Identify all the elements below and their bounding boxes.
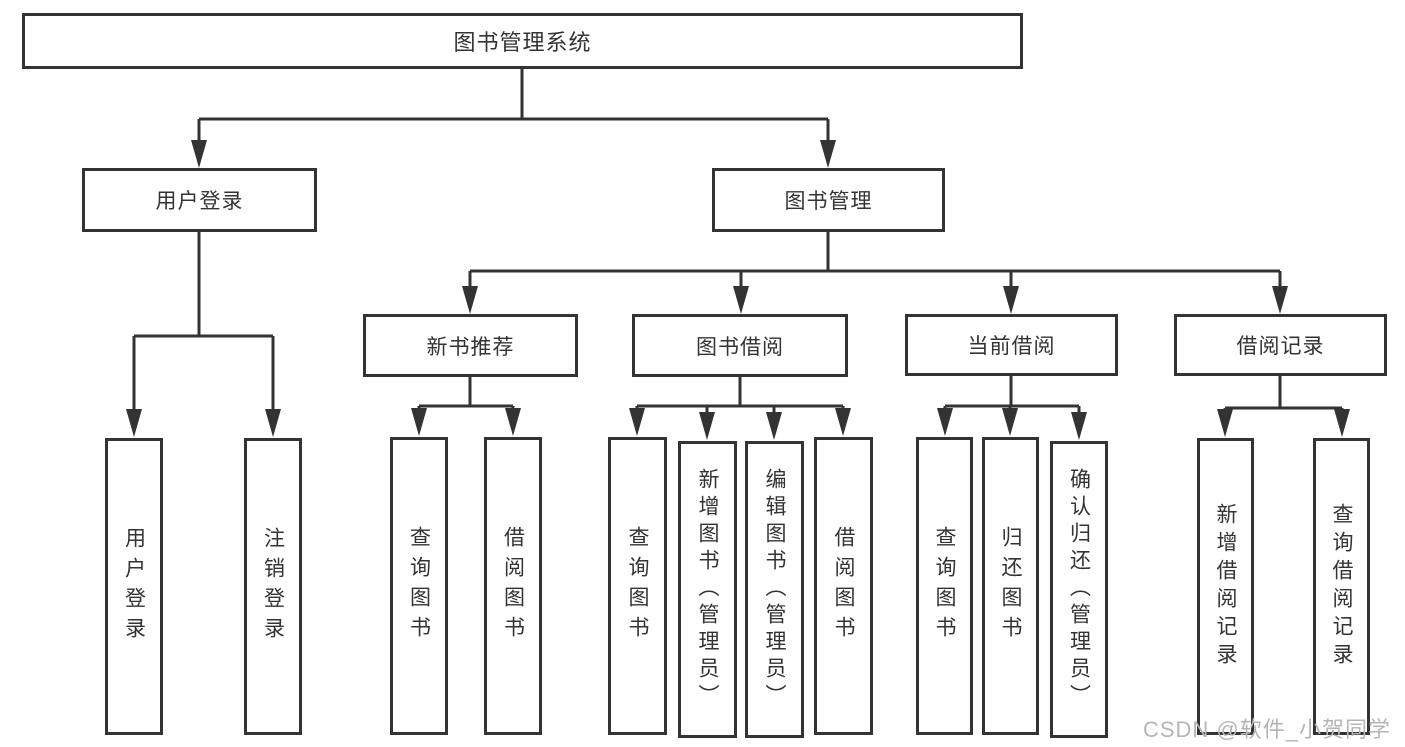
node-borrow-records: 借阅记录	[1174, 314, 1387, 376]
node-book-borrow: 图书借阅	[632, 314, 848, 377]
leaf-add-borrow-record: 新增借阅记录	[1197, 438, 1254, 735]
leaf-borrow-query-books: 查询图书	[608, 437, 667, 735]
node-book-management-branch: 图书管理	[712, 168, 945, 232]
leaf-recommend-query-books: 查询图书	[390, 437, 448, 735]
leaf-add-book-admin: 新增图书（管理员）	[678, 441, 737, 738]
leaf-confirm-return-admin: 确认归还（管理员）	[1050, 441, 1108, 738]
csdn-watermark: CSDN @软件_小贺同学	[1142, 717, 1391, 742]
leaf-edit-book-admin: 编辑图书（管理员）	[745, 441, 804, 738]
leaf-borrow-book: 借阅图书	[814, 437, 873, 735]
leaf-current-query-books: 查询图书	[916, 437, 973, 735]
node-library-management-system: 图书管理系统	[22, 13, 1023, 69]
node-user-login-branch: 用户登录	[82, 168, 317, 232]
node-new-book-recommend: 新书推荐	[363, 314, 578, 377]
leaf-query-borrow-record: 查询借阅记录	[1313, 438, 1370, 735]
node-current-borrow: 当前借阅	[905, 314, 1118, 376]
leaf-return-book: 归还图书	[982, 437, 1039, 735]
leaf-user-login: 用户登录	[105, 438, 163, 735]
leaf-logout: 注销登录	[244, 438, 302, 735]
leaf-recommend-borrow-books: 借阅图书	[484, 437, 542, 735]
